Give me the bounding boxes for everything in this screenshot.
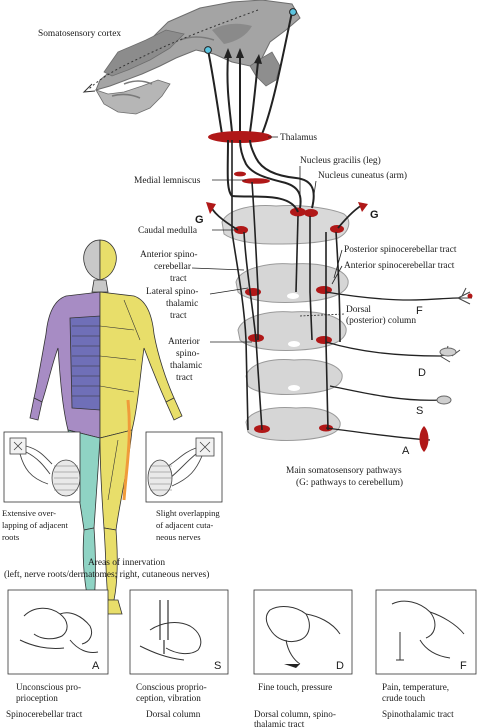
label-caudal-medulla: Caudal medulla — [138, 226, 198, 236]
receptor-s — [436, 395, 452, 405]
panel-d-tract-2: thalamic tract — [254, 719, 305, 727]
label-anterior-spinocerebellar-left-2: cerebellar — [154, 262, 192, 272]
label-nucleus-cuneatus: Nucleus cuneatus (arm) — [318, 170, 407, 181]
label-letter-s: S — [416, 405, 423, 417]
label-slight-overlap-1: Slight overlapping — [156, 508, 220, 518]
leader-dorsal-column — [299, 313, 345, 317]
cortex-terminal-dot — [289, 8, 297, 16]
cortex-homunculus-arc — [87, 9, 259, 91]
panel-s-tract-1: Dorsal column — [146, 709, 201, 719]
panel-a — [7, 589, 109, 675]
arc-arrowhead — [82, 83, 96, 93]
receptor-a-spindle — [419, 426, 429, 452]
label-letter-a: A — [402, 445, 410, 457]
label-anterior-spinothalamic-4: tract — [176, 373, 193, 383]
label-slight-overlap-3: neous nerves — [156, 532, 201, 542]
panel-f-desc-2: crude touch — [382, 693, 426, 703]
panel-a-desc-1: Unconscious pro- — [16, 682, 81, 692]
receptor-d — [439, 347, 457, 357]
leader-posterior-spinocerebellar — [333, 249, 343, 279]
peripheral-nerves — [325, 291, 459, 441]
caption-pathways-1: Main somatosensory pathways — [286, 466, 402, 476]
spinal-cord-segment-3 — [245, 359, 343, 395]
label-nucleus-gracilis: Nucleus gracilis (leg) — [300, 155, 381, 166]
label-medial-lemniscus: Medial lemniscus — [134, 176, 201, 186]
label-anterior-spinocerebellar-left-3: tract — [170, 274, 187, 284]
label-g-left: G — [195, 214, 204, 226]
panel-d-letter: D — [336, 660, 344, 672]
label-somatosensory-cortex: Somatosensory cortex — [38, 29, 121, 39]
label-slight-overlap-2: of adjacent cuta- — [156, 520, 213, 530]
panel-a-desc-2: prioception — [16, 693, 58, 703]
label-dorsal-column-1: Dorsal — [346, 305, 371, 315]
panel-f-letter: F — [460, 660, 467, 672]
brain-cortex-slice — [95, 0, 301, 115]
label-extensive-overlap-2: lapping of adjacent — [2, 520, 68, 530]
caudal-medulla-section — [221, 205, 350, 245]
spinal-cord-segment-1 — [235, 263, 349, 303]
label-anterior-spinocerebellar-right: Anterior spinocerebellar tract — [344, 261, 455, 271]
leader-anterior-spinocerebellar-left — [191, 267, 245, 271]
inset-box-cutaneous — [145, 431, 223, 503]
inset-box-roots — [3, 431, 81, 503]
panel-s-letter: S — [214, 660, 221, 672]
caption-areas-1: Areas of innervation — [88, 557, 165, 568]
label-dorsal-column-2: (posterior) column — [346, 315, 416, 326]
panel-f-desc-1: Pain, temperature, — [382, 682, 449, 692]
label-extensive-overlap-1: Extensive over- — [2, 508, 56, 518]
label-anterior-spinothalamic-2: spino- — [176, 349, 199, 359]
panel-f — [375, 589, 477, 675]
label-lateral-spinothalamic-3: tract — [170, 311, 187, 321]
label-anterior-spinothalamic-1: Anterior — [168, 337, 201, 347]
panel-d — [253, 589, 353, 675]
pathways-to-cortex — [207, 11, 293, 135]
leader-anterior-spinocerebellar-right — [331, 265, 343, 285]
caption-areas-2: (left, nerve roots/dermatomes; right, cu… — [4, 569, 209, 580]
panel-s — [129, 589, 229, 675]
caption-pathways-2: (G: pathways to cerebellum) — [296, 477, 403, 488]
thalamus-shape — [208, 131, 272, 143]
spinal-cord-segment-2 — [237, 311, 347, 351]
panel-d-desc-1: Fine touch, pressure — [258, 682, 332, 692]
receptor-f-dot — [467, 293, 473, 299]
label-letter-f: F — [416, 305, 423, 317]
g-arrowhead-left — [206, 202, 216, 214]
label-lateral-spinothalamic-2: thalamic — [166, 299, 198, 309]
g-arrowhead-right — [358, 202, 368, 212]
panel-f-tract-1: Spinothalamic tract — [382, 709, 454, 719]
label-anterior-spinothalamic-3: thalamic — [170, 361, 202, 371]
dermatome-bands — [72, 299, 141, 501]
cortex-terminal-dot — [204, 46, 212, 54]
label-extensive-overlap-3: roots — [2, 532, 20, 542]
spinal-cord-segment-4 — [245, 407, 341, 441]
panel-a-letter: A — [92, 660, 100, 672]
label-lateral-spinothalamic-1: Lateral spino- — [146, 287, 198, 297]
arrowheads-cortex — [224, 48, 262, 64]
label-posterior-spinocerebellar: Posterior spinocerebellar tract — [344, 245, 457, 255]
panel-s-desc-2: ception, vibration — [136, 693, 201, 703]
cutaneous-nerve-highlight — [122, 399, 131, 501]
label-g-right: G — [370, 209, 379, 221]
label-anterior-spinocerebellar-left-1: Anterior spino- — [140, 250, 198, 260]
label-letter-d: D — [418, 367, 426, 379]
panel-a-tract-1: Spinocerebellar tract — [6, 709, 83, 719]
ascending-tract-lines — [231, 140, 341, 431]
leader-lateral-spinothalamic — [209, 287, 249, 295]
medial-lemniscus-marks — [234, 171, 270, 184]
label-thalamus: Thalamus — [280, 133, 317, 143]
panel-s-desc-1: Conscious proprio- — [136, 682, 207, 692]
panel-d-tract-1: Dorsal column, spino- — [254, 709, 336, 719]
